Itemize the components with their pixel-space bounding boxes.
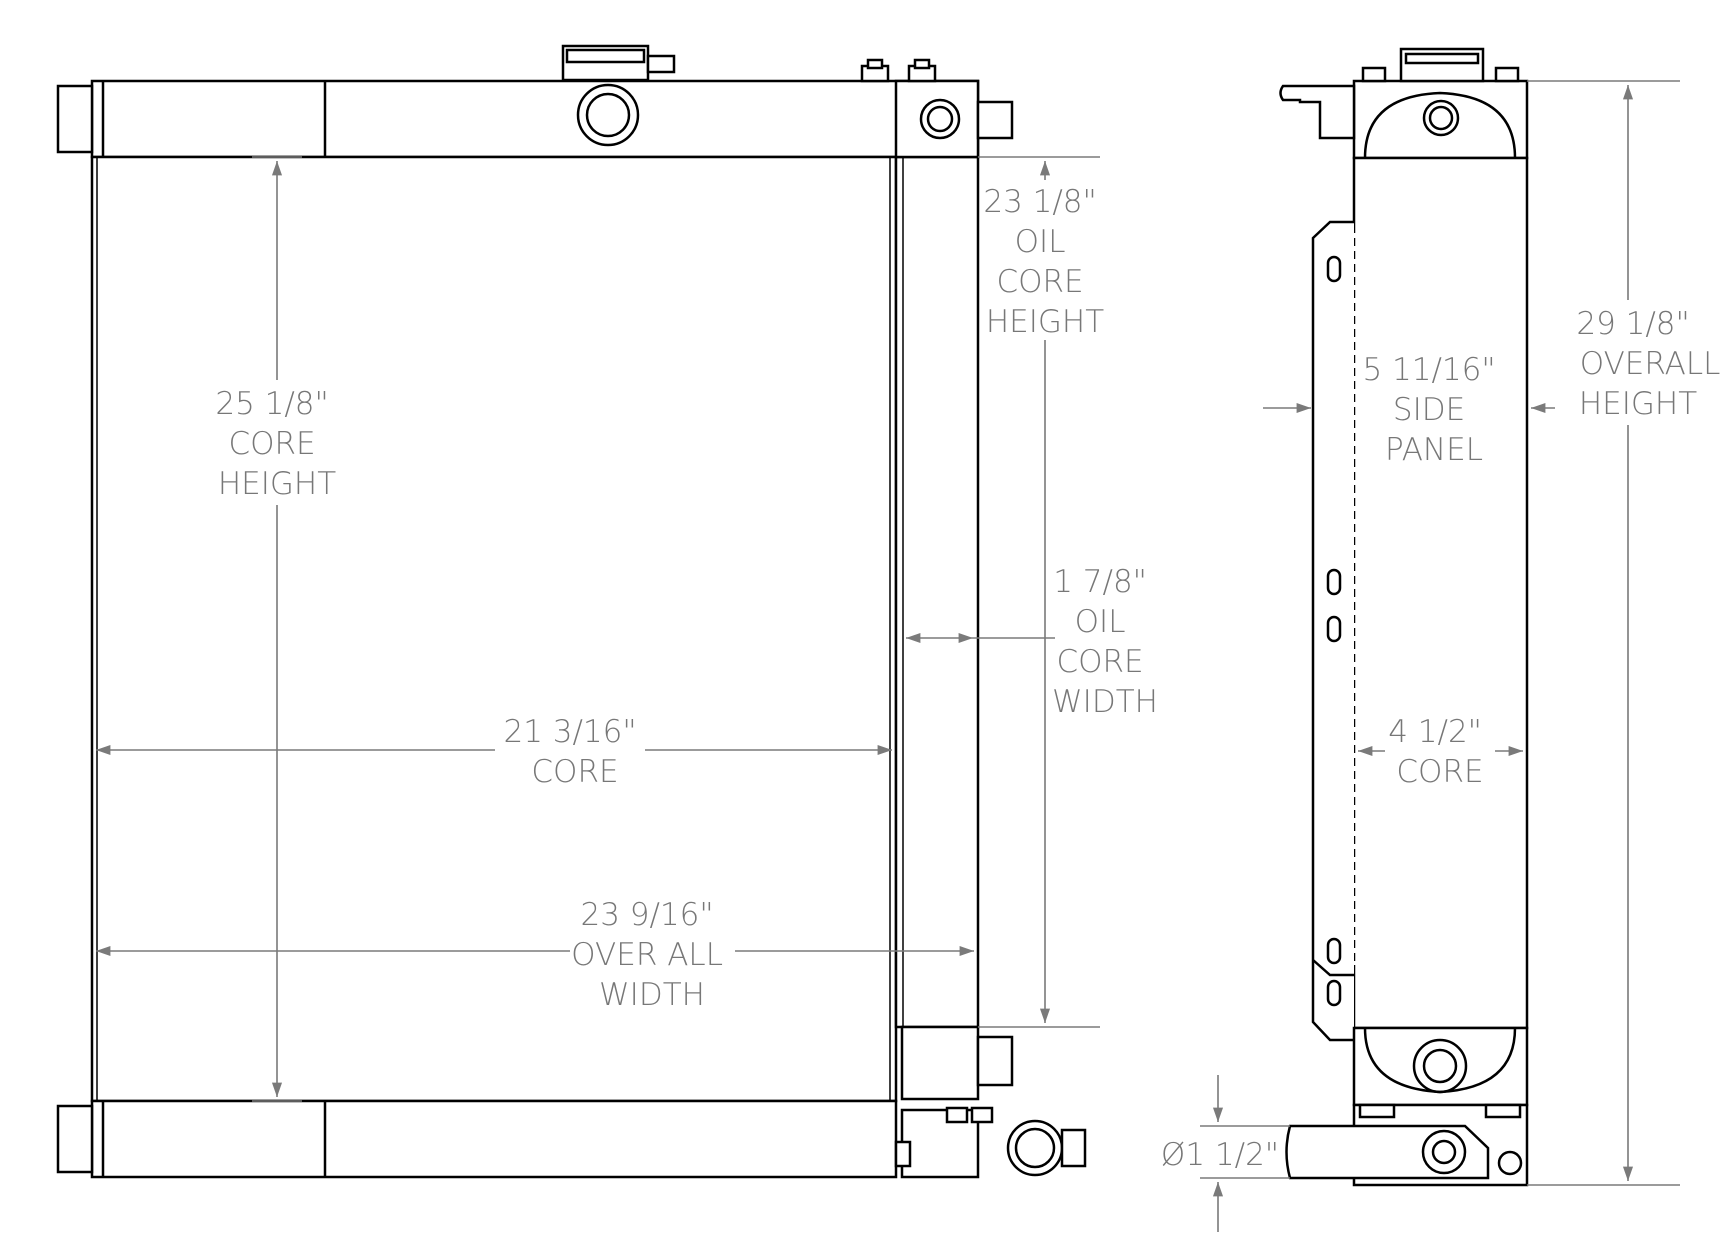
oil-core-height-label: 23 1/8" OIL CORE HEIGHT bbox=[983, 184, 1106, 340]
top-outlet-port bbox=[576, 83, 640, 147]
side-panel-label: 5 11/16" SIDE PANEL bbox=[1362, 352, 1505, 468]
left-inlet-stub-bottom bbox=[56, 1104, 94, 1174]
oil-port-top bbox=[919, 98, 961, 140]
oil-core-width-label: 1 7/8" OIL CORE WIDTH bbox=[1052, 564, 1158, 720]
core-height-label: 25 1/8" CORE HEIGHT bbox=[215, 386, 338, 502]
side-top-inlet bbox=[1279, 84, 1356, 140]
oil-top-header bbox=[894, 79, 980, 159]
side-core-label: 4 1/2" CORE bbox=[1388, 714, 1492, 790]
oil-bottom-header bbox=[900, 1025, 980, 1101]
main-core bbox=[90, 155, 898, 1103]
side-bottom-outlet bbox=[1285, 1124, 1490, 1180]
overall-width-label: 23 9/16" OVER ALL WIDTH bbox=[571, 897, 733, 1013]
core-width-label: 21 3/16" CORE bbox=[503, 714, 646, 790]
side-core bbox=[1352, 156, 1529, 1030]
top-tank bbox=[90, 79, 980, 159]
front-view: 25 1/8" CORE HEIGHT 21 3/16" CORE 23 9/1… bbox=[56, 44, 1158, 1179]
left-inlet-stub-top bbox=[56, 84, 94, 154]
oil-core bbox=[894, 155, 980, 1029]
side-panel-bracket bbox=[1311, 220, 1354, 1042]
oil-stub-top bbox=[976, 100, 1014, 140]
bottom-tank bbox=[90, 1099, 898, 1179]
side-view: 5 11/16" SIDE PANEL 4 1/2" CORE 29 1/8" … bbox=[1155, 47, 1727, 1232]
overall-height-label: 29 1/8" OVERALL HEIGHT bbox=[1576, 306, 1727, 422]
diameter-label: Ø1 1/2" bbox=[1161, 1137, 1279, 1173]
oil-stub-bottom bbox=[976, 1035, 1014, 1087]
